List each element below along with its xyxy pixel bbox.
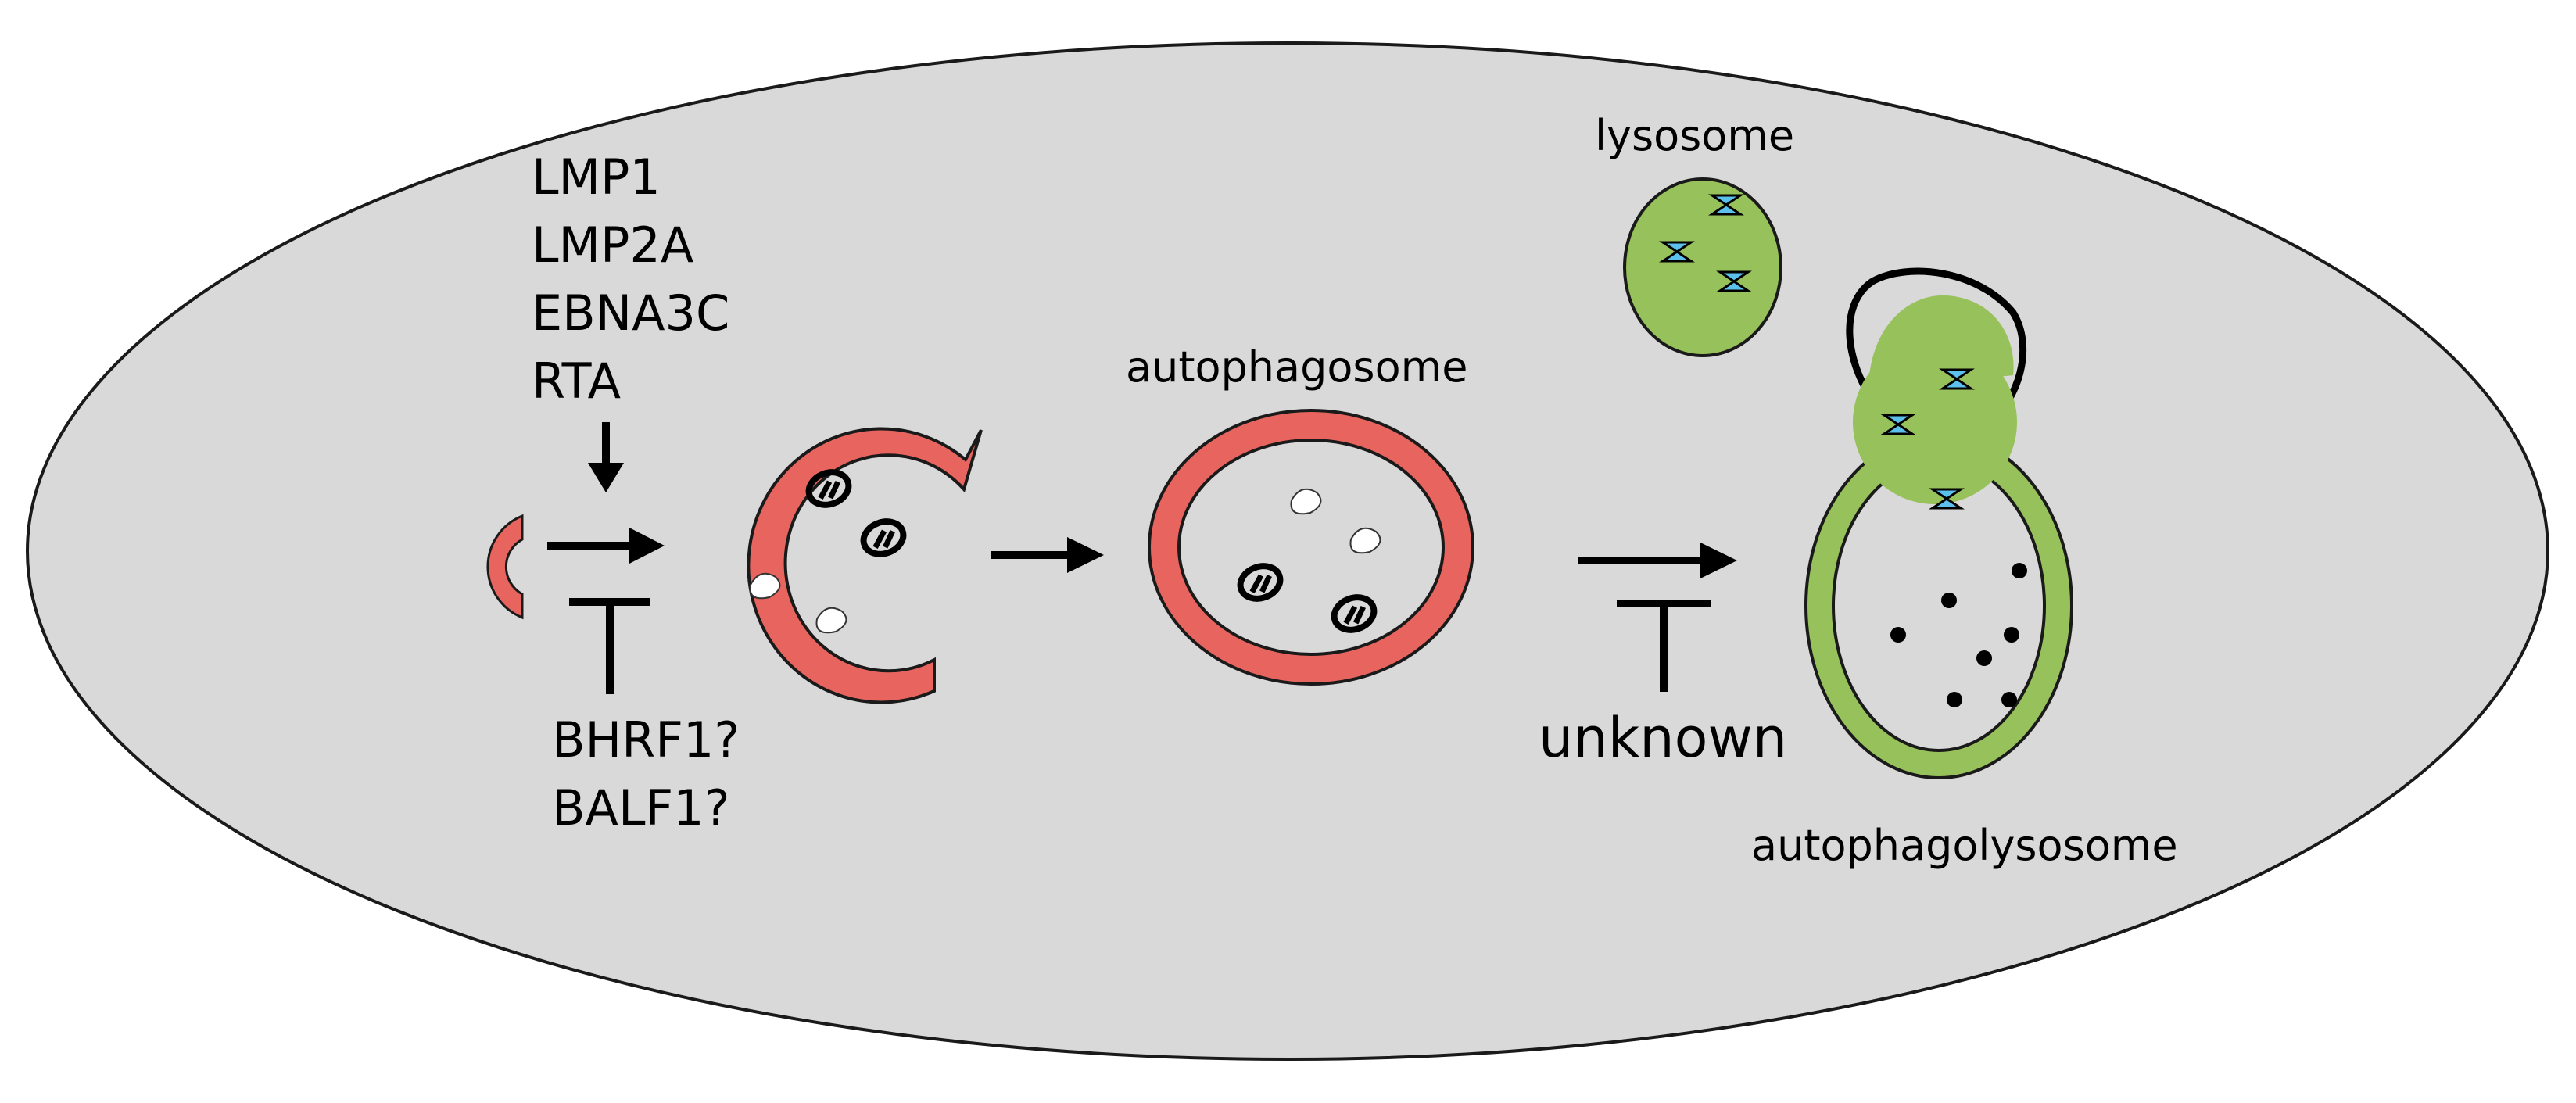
degraded-cargo-dot <box>2004 627 2019 643</box>
degraded-cargo-dot <box>1976 650 1992 666</box>
step3-arrow <box>1578 543 1737 578</box>
cargo-vesicle-light <box>815 607 847 634</box>
lysosomal-enzyme-icon <box>1716 270 1752 292</box>
degraded-cargo-dot <box>2001 692 2017 707</box>
cargo-organelle-dark <box>1331 594 1378 633</box>
degraded-cargo-dot <box>2012 563 2027 578</box>
inhibitor-labels: BHRF1? BALF1? <box>552 711 740 836</box>
cargo-vesicle-light <box>1290 488 1322 515</box>
lysosome <box>1623 177 1782 357</box>
cargo-organelle-dark <box>805 469 852 508</box>
lysosomal-enzyme-icon <box>1929 488 1965 510</box>
cargo-vesicle-light <box>1349 527 1381 554</box>
step2-arrow <box>991 537 1104 573</box>
cell-body <box>26 41 2549 1061</box>
step1-arrow <box>547 528 665 564</box>
lysosomal-enzyme-icon <box>1880 414 1916 435</box>
inhibition-bar-2 <box>1617 600 1711 692</box>
cargo-organelle-dark <box>1237 563 1284 602</box>
induction-arrow <box>588 422 624 492</box>
lysosomal-enzyme-icon <box>1939 368 1975 390</box>
lysosomal-enzyme-icon <box>1708 194 1744 216</box>
lysosomal-enzyme-icon <box>1659 241 1695 263</box>
inducer-label-rta: RTA <box>532 353 621 410</box>
inducer-label-lmp2a: LMP2A <box>532 217 693 274</box>
inducer-label-lmp1: LMP1 <box>532 149 661 206</box>
inducer-labels: LMP1 LMP2A EBNA3C RTA <box>532 149 729 410</box>
degraded-cargo-dot <box>1941 593 1957 608</box>
cargo-group-1 <box>749 469 907 634</box>
autophagolysosome <box>1804 267 2074 779</box>
inhibitor-label-bhrf1: BHRF1? <box>552 711 740 768</box>
autophagosome <box>1147 409 1475 686</box>
cargo-group-2 <box>1237 488 1381 633</box>
autophagosome-label: autophagosome <box>1126 342 1467 392</box>
inducer-label-ebna3c: EBNA3C <box>532 285 729 342</box>
inhibitor-label-balf1: BALF1? <box>552 779 730 836</box>
unknown-label: unknown <box>1539 706 1787 770</box>
cargo-vesicle-light <box>749 572 781 600</box>
degraded-cargo-dot <box>1947 692 1962 707</box>
expanding-phagophore <box>747 427 983 704</box>
cargo-organelle-dark <box>860 518 907 557</box>
degraded-cargo-dot <box>1890 627 1906 643</box>
inhibition-bar-1 <box>569 598 650 694</box>
autophagolysosome-label: autophagolysosome <box>1751 821 2178 870</box>
phagophore <box>486 514 524 620</box>
lysosome-label: lysosome <box>1595 111 1794 160</box>
